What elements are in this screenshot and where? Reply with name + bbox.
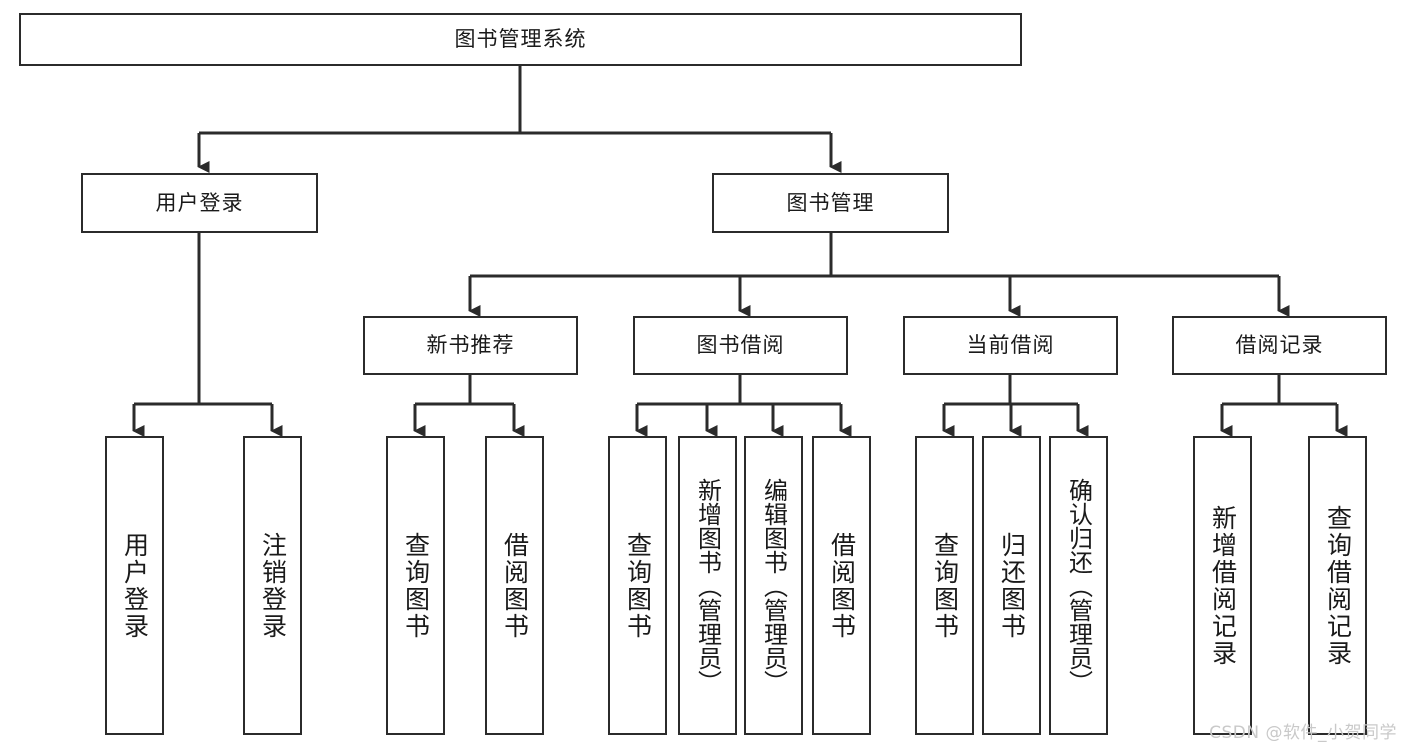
- node-user-login-label: 用户登录: [155, 190, 244, 215]
- leaf-records-query-record[interactable]: 查询借阅记录: [1308, 436, 1367, 735]
- leaf-label: 借阅图书: [500, 531, 530, 640]
- leaf-label: 查询图书: [930, 531, 960, 640]
- leaf-current-return-book[interactable]: 归还图书: [982, 436, 1041, 735]
- node-book-management-label: 图书管理: [786, 190, 875, 215]
- node-user-login[interactable]: 用户登录: [81, 173, 318, 233]
- leaf-label: 新增图书（管理员）: [693, 477, 722, 694]
- node-borrow-records[interactable]: 借阅记录: [1172, 316, 1387, 375]
- leaf-user-login-logout[interactable]: 注销登录: [243, 436, 302, 735]
- leaf-label: 用户登录: [120, 531, 150, 640]
- leaf-label: 确认归还（管理员）: [1064, 477, 1093, 694]
- leaf-label: 查询借阅记录: [1323, 504, 1353, 667]
- leaf-borrow-add-book-admin[interactable]: 新增图书（管理员）: [678, 436, 737, 735]
- node-root-label: 图书管理系统: [454, 27, 587, 51]
- leaf-current-query-book[interactable]: 查询图书: [915, 436, 974, 735]
- leaf-label: 注销登录: [258, 531, 288, 640]
- leaf-records-add-record[interactable]: 新增借阅记录: [1193, 436, 1252, 735]
- leaf-label: 编辑图书（管理员）: [759, 477, 788, 694]
- leaf-label: 新增借阅记录: [1208, 504, 1238, 667]
- node-current-borrow-label: 当前借阅: [966, 333, 1055, 357]
- watermark: CSDN @软件_小贺同学: [1209, 723, 1397, 743]
- leaf-label: 归还图书: [997, 531, 1027, 640]
- leaf-new-book-query[interactable]: 查询图书: [386, 436, 445, 735]
- node-borrow-records-label: 借阅记录: [1235, 333, 1324, 357]
- node-book-management[interactable]: 图书管理: [712, 173, 949, 233]
- leaf-label: 查询图书: [623, 531, 653, 640]
- node-root[interactable]: 图书管理系统: [19, 13, 1022, 66]
- node-book-borrow-label: 图书借阅: [696, 333, 785, 357]
- node-book-borrow[interactable]: 图书借阅: [633, 316, 848, 375]
- leaf-current-confirm-return-admin[interactable]: 确认归还（管理员）: [1049, 436, 1108, 735]
- node-new-book-recommend[interactable]: 新书推荐: [363, 316, 578, 375]
- leaf-borrow-edit-book-admin[interactable]: 编辑图书（管理员）: [744, 436, 803, 735]
- leaf-user-login-login[interactable]: 用户登录: [105, 436, 164, 735]
- leaf-new-book-borrow[interactable]: 借阅图书: [485, 436, 544, 735]
- leaf-label: 借阅图书: [827, 531, 857, 640]
- node-new-book-recommend-label: 新书推荐: [426, 333, 515, 357]
- leaf-borrow-borrow-book[interactable]: 借阅图书: [812, 436, 871, 735]
- leaf-label: 查询图书: [401, 531, 431, 640]
- leaf-borrow-query-book[interactable]: 查询图书: [608, 436, 667, 735]
- node-current-borrow[interactable]: 当前借阅: [903, 316, 1118, 375]
